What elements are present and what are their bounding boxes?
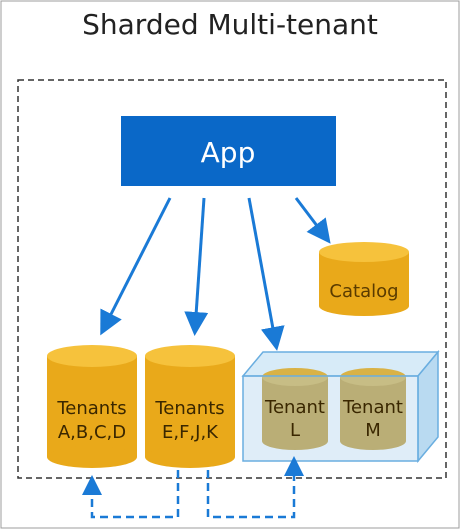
tenant-boundary — [17, 79, 447, 479]
dashed-arrow-move-to-container — [206, 456, 304, 519]
arrow-app-to-db2 — [184, 197, 209, 336]
arrow-app-to-container — [247, 197, 285, 351]
dashed-arrow-move-to-db1 — [82, 470, 180, 519]
diagram-title: Sharded Multi-tenant — [82, 8, 378, 41]
db1-label-line1: Tenants — [56, 398, 126, 419]
tenant-m-line1: Tenant — [342, 397, 403, 418]
arrow-app-to-db1 — [100, 197, 172, 336]
tenant-m-line2: M — [365, 420, 381, 441]
catalog-label: Catalog — [329, 281, 398, 302]
db1-label-line2: A,B,C,D — [58, 422, 126, 443]
arrow-app-to-catalog — [294, 197, 331, 244]
database-tenants-efjk: Tenants E,F,J,K — [145, 345, 235, 468]
database-tenant-l — [262, 368, 328, 450]
database-tenant-m — [340, 368, 406, 450]
app-node: App — [121, 116, 336, 186]
catalog-database: Catalog — [319, 242, 409, 316]
db2-label-line1: Tenants — [154, 398, 224, 419]
db2-label-line2: E,F,J,K — [162, 422, 219, 443]
tenant-l-line2: L — [290, 420, 300, 441]
app-label: App — [201, 136, 256, 169]
container-front-face — [242, 375, 419, 462]
tenant-l-line1: Tenant — [264, 397, 325, 418]
database-tenants-abcd: Tenants A,B,C,D — [47, 345, 137, 468]
